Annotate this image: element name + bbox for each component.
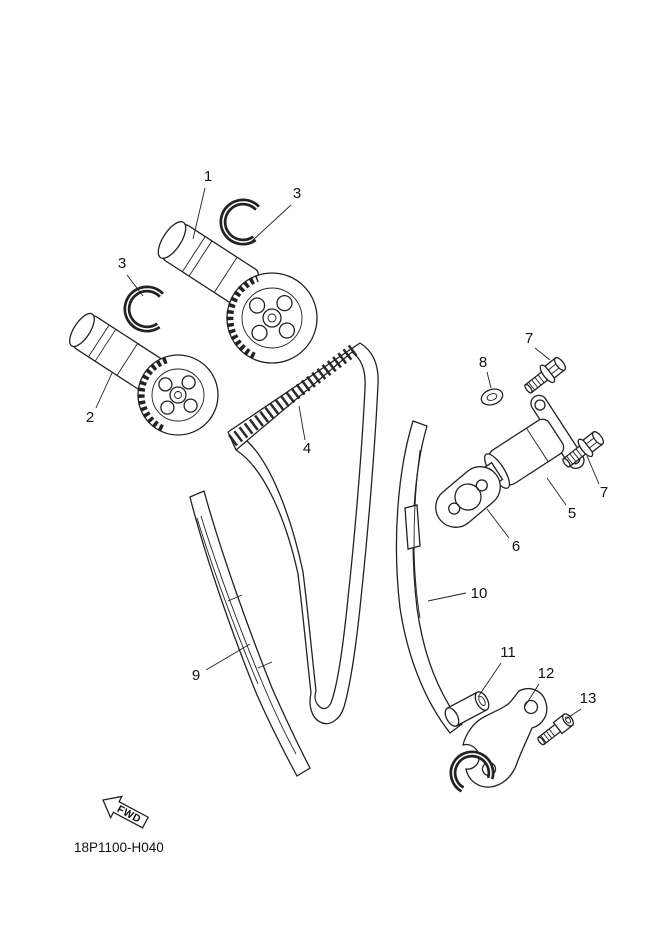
flange-bolt-7-upper xyxy=(524,357,567,394)
callout-6[interactable]: 6 xyxy=(512,538,520,555)
leader-line-10 xyxy=(427,592,467,602)
leader-line-7 xyxy=(534,347,551,361)
leader-line-9 xyxy=(205,643,251,671)
callout-13[interactable]: 13 xyxy=(580,690,597,707)
leader-line-5 xyxy=(546,477,567,506)
leader-line-13 xyxy=(565,708,582,720)
chain-guide-left xyxy=(189,490,311,777)
callout-9[interactable]: 9 xyxy=(192,667,200,684)
bracket xyxy=(449,688,548,796)
leader-line-8 xyxy=(486,371,492,389)
callout-11[interactable]: 11 xyxy=(500,644,516,661)
leader-line-4 xyxy=(298,405,306,441)
callout-8[interactable]: 8 xyxy=(479,354,487,371)
callout-5[interactable]: 5 xyxy=(568,505,576,522)
callout-7[interactable]: 7 xyxy=(600,484,608,501)
leader-line-3 xyxy=(126,274,144,297)
gasket xyxy=(435,466,501,528)
callout-1[interactable]: 1 xyxy=(204,168,212,185)
flange-bolt-7-lower xyxy=(562,431,605,468)
fwd-label: FWD xyxy=(115,803,143,826)
leader-line-6 xyxy=(486,508,510,539)
part-code: 18P1100-H040 xyxy=(74,840,164,855)
washer xyxy=(480,388,504,406)
fwd-arrow: FWD xyxy=(102,795,150,829)
callout-10[interactable]: 10 xyxy=(471,585,488,602)
leader-line-7 xyxy=(586,455,600,485)
c-ring-left xyxy=(123,285,171,333)
callout-12[interactable]: 12 xyxy=(538,665,555,682)
leader-line-3 xyxy=(251,204,292,242)
callout-2[interactable]: 2 xyxy=(86,409,94,426)
c-ring-top xyxy=(219,198,267,246)
socket-bolt-13 xyxy=(537,713,574,746)
cam-sprocket-2 xyxy=(137,354,219,436)
callout-3[interactable]: 3 xyxy=(118,255,126,272)
leader-line-12 xyxy=(524,683,540,707)
cam-sprocket-1 xyxy=(226,272,318,364)
timing-chain xyxy=(227,342,379,725)
roller xyxy=(444,691,490,727)
leader-line-11 xyxy=(477,662,502,698)
callout-4[interactable]: 4 xyxy=(303,440,311,457)
callout-7[interactable]: 7 xyxy=(525,330,533,347)
leader-line-1 xyxy=(192,187,206,240)
chain-guide-right xyxy=(395,420,463,734)
callout-3[interactable]: 3 xyxy=(293,185,301,202)
leader-line-2 xyxy=(95,372,113,409)
